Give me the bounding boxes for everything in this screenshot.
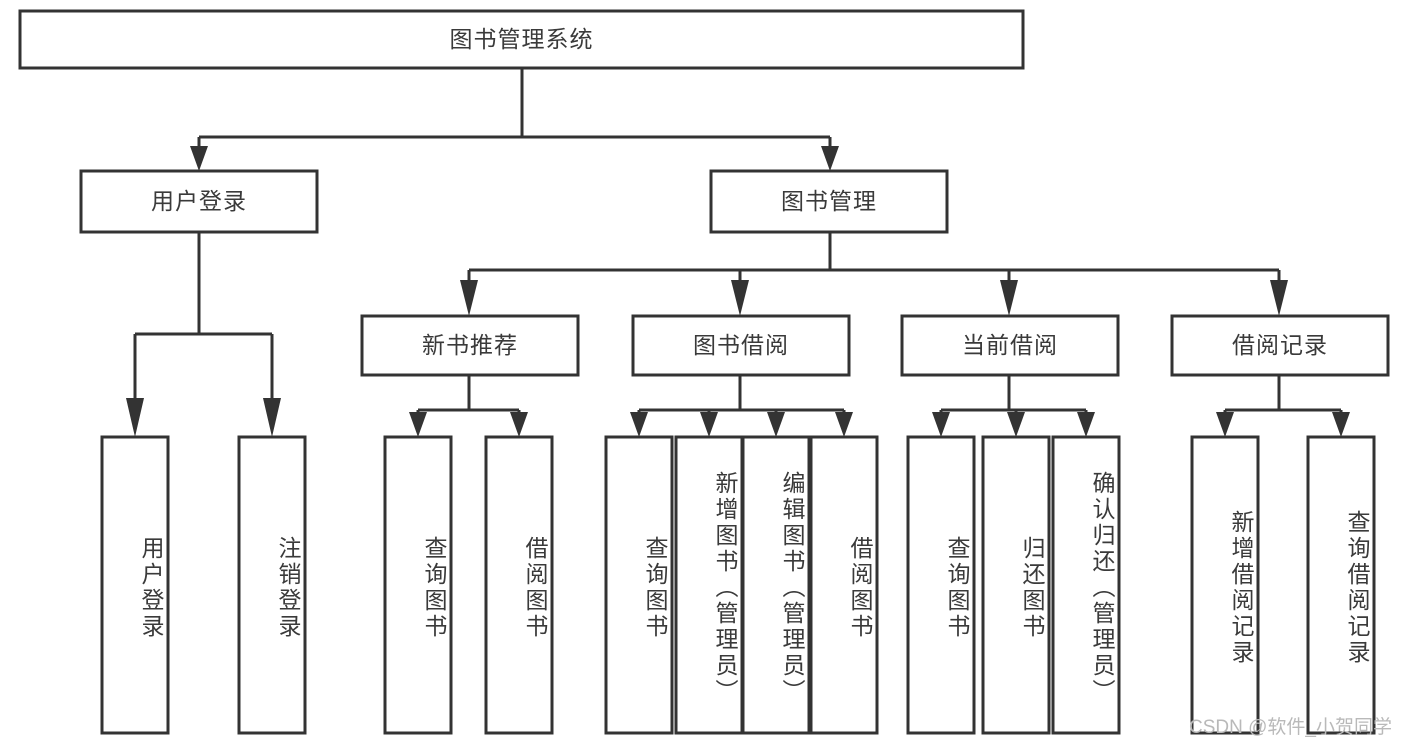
arrow-to-current-borrow <box>1000 280 1018 316</box>
node-box-leaf-query-book-2[interactable] <box>604 435 674 735</box>
node-box-current-borrow[interactable] <box>900 314 1120 377</box>
node-box-root[interactable] <box>18 9 1025 70</box>
node-box-leaf-edit-book-admin[interactable] <box>741 435 811 735</box>
node-box-leaf-return-book[interactable] <box>981 435 1051 735</box>
arrow-to-book-borrow <box>731 280 749 316</box>
arrow-leaf-confirm-return-admin <box>1077 412 1095 437</box>
node-box-leaf-add-borrow-record[interactable] <box>1190 435 1260 735</box>
arrow-leaf-user-login <box>126 398 144 437</box>
arrow-leaf-borrow-book-2 <box>835 412 853 437</box>
arrow-leaf-logout-login <box>263 398 281 437</box>
node-box-leaf-user-login[interactable] <box>100 435 170 735</box>
arrow-to-new-book-recommend <box>460 280 478 316</box>
node-box-book-management[interactable] <box>709 169 949 234</box>
node-box-leaf-query-book-1[interactable] <box>383 435 453 735</box>
arrow-leaf-add-book-admin <box>700 412 718 437</box>
node-box-leaf-borrow-book-1[interactable] <box>484 435 554 735</box>
arrow-leaf-query-borrow-record <box>1332 412 1350 437</box>
node-box-new-book-recommend[interactable] <box>360 314 580 377</box>
arrow-leaf-add-borrow-record <box>1216 412 1234 437</box>
node-box-leaf-borrow-book-2[interactable] <box>809 435 879 735</box>
node-box-borrow-record[interactable] <box>1170 314 1390 377</box>
node-box-user-login[interactable] <box>79 169 319 234</box>
node-box-leaf-confirm-return-admin[interactable] <box>1051 435 1121 735</box>
csdn-watermark: CSDN @软件_小贺同学 <box>1189 717 1392 738</box>
node-box-book-borrow[interactable] <box>631 314 851 377</box>
arrow-leaf-edit-book-admin <box>767 412 785 437</box>
arrow-leaf-return-book <box>1007 412 1025 437</box>
arrow-to-user-login <box>190 146 208 171</box>
arrow-leaf-query-book-2 <box>630 412 648 437</box>
node-box-leaf-logout-login[interactable] <box>237 435 307 735</box>
node-box-leaf-add-book-admin[interactable] <box>674 435 744 735</box>
arrow-leaf-borrow-book-1 <box>510 412 528 437</box>
arrow-leaf-query-book-3 <box>932 412 950 437</box>
node-box-leaf-query-book-3[interactable] <box>906 435 976 735</box>
arrow-leaf-query-book-1 <box>409 412 427 437</box>
node-box-leaf-query-borrow-record[interactable] <box>1306 435 1376 735</box>
arrow-to-book-management <box>821 146 839 171</box>
arrow-to-borrow-record <box>1270 280 1288 316</box>
